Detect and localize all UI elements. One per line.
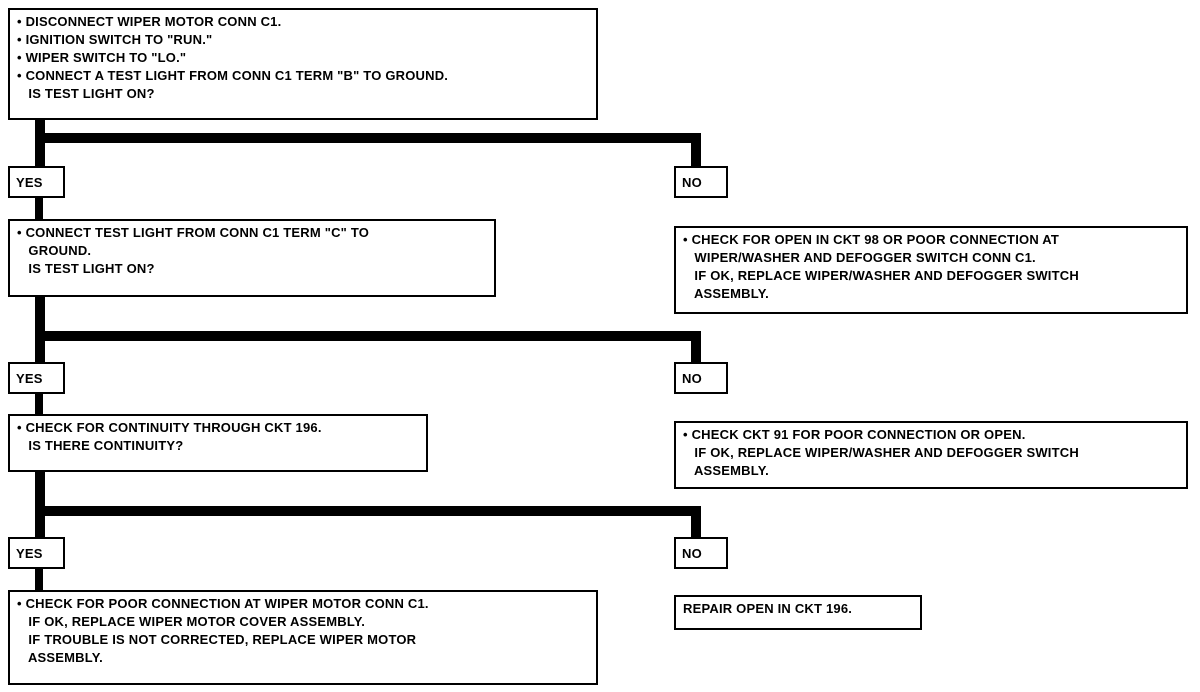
step-2-line: GROUND. — [17, 243, 92, 258]
step-4-line: IF TROUBLE IS NOT CORRECTED, REPLACE WIP… — [17, 632, 417, 647]
step-3-line: • CHECK FOR CONTINUITY THROUGH CKT 196. — [17, 420, 322, 435]
step-4-no-box: REPAIR OPEN IN CKT 196. — [674, 595, 922, 630]
yes-label-3: YES — [8, 537, 65, 569]
connector-1-right-down — [691, 133, 701, 168]
step-3-no-box: • CHECK CKT 91 FOR POOR CONNECTION OR OP… — [674, 421, 1188, 489]
connector-2-down — [35, 295, 45, 363]
step-3-no-line: • CHECK CKT 91 FOR POOR CONNECTION OR OP… — [683, 427, 1026, 442]
step-1-line: • CONNECT A TEST LIGHT FROM CONN C1 TERM… — [17, 68, 449, 83]
step-1-box: • DISCONNECT WIPER MOTOR CONN C1. • IGNI… — [8, 8, 598, 120]
yes-label-2: YES — [8, 362, 65, 394]
step-2-box: • CONNECT TEST LIGHT FROM CONN C1 TERM "… — [8, 219, 496, 297]
step-3-no-line: IF OK, REPLACE WIPER/WASHER AND DEFOGGER… — [683, 445, 1079, 460]
no-label-1: NO — [674, 166, 728, 198]
step-4-line: IF OK, REPLACE WIPER MOTOR COVER ASSEMBL… — [17, 614, 366, 629]
step-2-no-box: • CHECK FOR OPEN IN CKT 98 OR POOR CONNE… — [674, 226, 1188, 314]
step-2-no-line: WIPER/WASHER AND DEFOGGER SWITCH CONN C1… — [683, 250, 1036, 265]
step-1-line: • IGNITION SWITCH TO "RUN." — [17, 32, 213, 47]
step-3-line: IS THERE CONTINUITY? — [17, 438, 184, 453]
connector-3-yes-down — [35, 567, 43, 591]
step-3-box: • CHECK FOR CONTINUITY THROUGH CKT 196. … — [8, 414, 428, 472]
connector-3-right-down — [691, 506, 701, 538]
connector-1-horizontal — [35, 133, 701, 143]
step-2-no-line: • CHECK FOR OPEN IN CKT 98 OR POOR CONNE… — [683, 232, 1060, 247]
step-1-line: • DISCONNECT WIPER MOTOR CONN C1. — [17, 14, 282, 29]
connector-2-yes-down — [35, 392, 43, 416]
connector-1-down — [35, 118, 45, 168]
connector-3-down — [35, 470, 45, 538]
step-2-line: • CONNECT TEST LIGHT FROM CONN C1 TERM "… — [17, 225, 370, 240]
step-4-no-line: REPAIR OPEN IN CKT 196. — [683, 601, 853, 616]
step-1-line: IS TEST LIGHT ON? — [17, 86, 155, 101]
step-3-no-line: ASSEMBLY. — [683, 463, 769, 478]
connector-3-horizontal — [35, 506, 701, 516]
step-2-no-line: ASSEMBLY. — [683, 286, 769, 301]
step-2-line: IS TEST LIGHT ON? — [17, 261, 155, 276]
step-2-no-line: IF OK, REPLACE WIPER/WASHER AND DEFOGGER… — [683, 268, 1079, 283]
connector-1-yes-down — [35, 196, 43, 220]
yes-label-1: YES — [8, 166, 65, 198]
step-1-line: • WIPER SWITCH TO "LO." — [17, 50, 187, 65]
connector-2-horizontal — [35, 331, 701, 341]
step-4-box: • CHECK FOR POOR CONNECTION AT WIPER MOT… — [8, 590, 598, 685]
step-4-line: • CHECK FOR POOR CONNECTION AT WIPER MOT… — [17, 596, 429, 611]
connector-2-right-down — [691, 331, 701, 363]
step-4-line: ASSEMBLY. — [17, 650, 103, 665]
no-label-3: NO — [674, 537, 728, 569]
no-label-2: NO — [674, 362, 728, 394]
